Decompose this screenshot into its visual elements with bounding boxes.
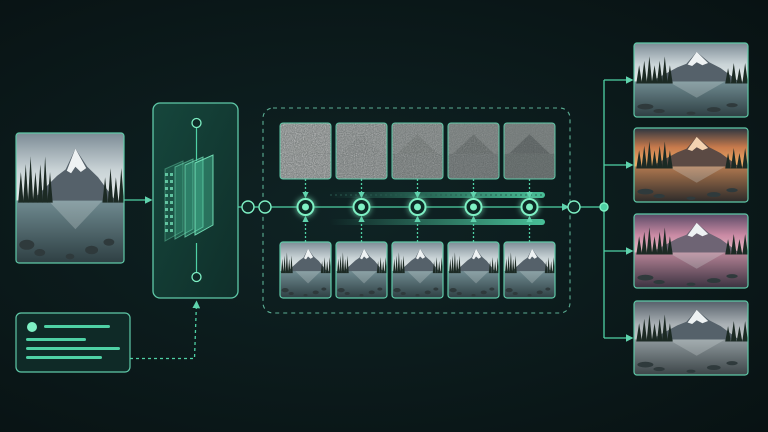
step-node-4 [464,198,483,216]
denoised-tile-5 [503,241,556,299]
beam-upper [330,192,545,198]
step-node-5 [520,198,539,216]
text-prompt-card [15,312,131,373]
output-image-3 [633,213,749,289]
noise-tile-5 [503,122,556,180]
denoised-tile-1 [279,241,332,299]
denoised-tile-4 [447,241,500,299]
step-node-1 [296,198,315,216]
diffusion-entry-node [258,200,272,214]
output-image-1 [633,42,749,118]
nodes-layer [15,42,749,376]
prompt-to-encoder-arrow [130,300,201,360]
fan-out-node [599,202,609,212]
denoised-tile-3 [391,241,444,299]
noise-tile-1 [279,122,332,180]
noise-tile-3 [391,122,444,180]
beam-lower [330,219,545,225]
noise-tile-4 [447,122,500,180]
input-image [15,132,125,264]
step-node-2 [352,198,371,216]
denoised-tile-2 [335,241,388,299]
diffusion-exit-node [567,200,581,214]
noise-tile-2 [335,122,388,180]
output-image-2 [633,127,749,203]
encoder-block [152,102,239,299]
connectors-layer [124,76,634,360]
step-node-3 [408,198,427,216]
encoder-output-node [241,200,255,214]
output-image-4 [633,300,749,376]
